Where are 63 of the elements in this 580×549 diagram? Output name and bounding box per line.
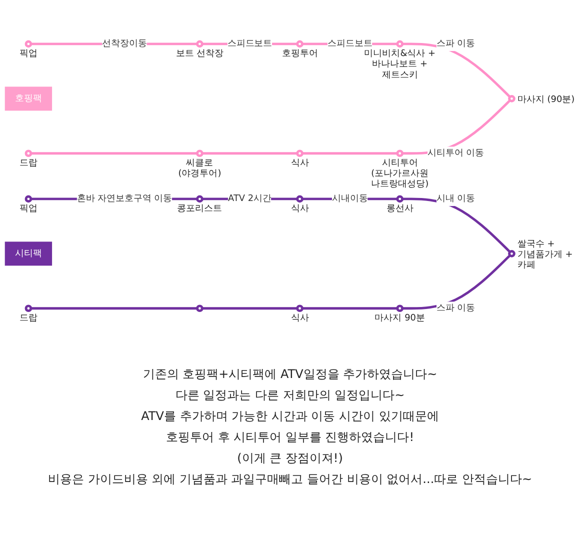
connector xyxy=(302,306,398,310)
node-circle xyxy=(296,304,304,312)
edge-label: 시내 이동 xyxy=(436,192,476,204)
stop-label: 시티투어 (포나가르사원 나트랑대성당) xyxy=(371,158,429,190)
node-circle xyxy=(296,149,304,157)
note-text: (이게 큰 장점이져!) xyxy=(236,450,344,467)
stop-label: 콩포리스트 xyxy=(177,204,222,214)
stop-label: 호핑투어 xyxy=(282,48,318,59)
note-text: 비용은 가이드비용 외에 기념품과 과일구매빼고 들어간 비용이 없어서...따로 안적습니다~ xyxy=(46,471,533,488)
node-circle xyxy=(196,304,204,312)
stop-label: 마사지 (90분) xyxy=(517,94,575,105)
stop-label: 보트 선착장 xyxy=(176,48,224,59)
note-text: 호핑투어 후 시티투어 일부를 진행하였습니다! xyxy=(164,429,416,446)
node-circle xyxy=(196,40,204,48)
note-text: ATV를 추가하며 가능한 시간과 이동 시간이 있기때문에 xyxy=(140,408,440,425)
edge-label: ATV 2시간 xyxy=(228,192,272,204)
connector xyxy=(30,306,198,310)
node-circle xyxy=(508,250,516,258)
stop-label: 픽업 xyxy=(19,48,38,59)
note-text: 다른 일정과는 다른 저희만의 일정입니다~ xyxy=(174,387,406,404)
edge-label: 혼바 자연보호구역 이동 xyxy=(76,192,172,204)
node-circle xyxy=(296,40,304,48)
stop-label: 마사지 90분 xyxy=(374,313,425,324)
edge-label: 스파 이동 xyxy=(436,302,476,313)
node-circle xyxy=(24,304,32,312)
stop-label: 미니비치&식사 + 바나나보트 + 제트스키 xyxy=(364,48,436,80)
node-box xyxy=(4,241,52,266)
stop-label: 씨클로 (야경투어) xyxy=(178,158,222,179)
edge-label: 시티투어 이동 xyxy=(428,147,484,158)
node-circle xyxy=(396,304,404,312)
node-circle xyxy=(508,94,516,102)
stop-label: 롱선사 xyxy=(386,204,414,214)
connector xyxy=(402,254,511,310)
stop-label: 식사 xyxy=(290,158,309,168)
node-circle xyxy=(396,195,404,202)
node-circle xyxy=(24,149,32,157)
edge-label: 스피드보트 xyxy=(327,38,372,48)
stop-label: 쌀국수 + 기념품가게 + 카페 xyxy=(517,239,573,270)
connector xyxy=(30,152,198,154)
edge-label: 선착장이동 xyxy=(102,38,147,48)
note-text: 기존의 호핑팩+시티팩에 ATV일정을 추가하였습니다~ xyxy=(142,366,438,383)
stop-label: 드랍 xyxy=(19,158,38,168)
node-box xyxy=(4,86,52,110)
edge-label: 스피드보트 xyxy=(227,38,272,48)
edge-label: 시내이동 xyxy=(332,192,368,204)
node-circle xyxy=(196,149,204,157)
node-circle xyxy=(24,40,32,48)
node-circle xyxy=(396,40,404,48)
node-circle xyxy=(396,149,404,157)
connector xyxy=(202,306,298,310)
stop-label: 픽업 xyxy=(19,204,38,214)
connector xyxy=(402,42,511,98)
node-circle xyxy=(296,195,304,202)
node-circle xyxy=(24,195,32,202)
stop-label: 드랍 xyxy=(19,313,38,324)
stop-label: 식사 xyxy=(290,313,309,324)
connector xyxy=(202,152,298,154)
stop-label: 식사 xyxy=(290,204,309,214)
node-circle xyxy=(196,195,204,202)
edge-label: 스파 이동 xyxy=(436,38,476,48)
connector xyxy=(302,152,398,154)
route-diagram: 선착장이동 스피드보트 스피드보트 스파 이동 시티투어 이동 혼바 자연보호구역 이동 ATV 2시간 시내이동 시내 이동 스파 이동 픽업 보트 선착장 호핑투어 미니비치&식사 + 바나나보트 + 제트스키 호핑팩 마사지 (90분) 드랍 씨클로 (야경투어) 식사 시티투어 (포나가르사원 나트랑대성당) 픽업 콩포리스트 식사 롱선사 시티팩 쌀국수 + 기념품가게 + 카페 드랍 식사 마사지 90분 xyxy=(2,34,578,326)
connector xyxy=(402,197,511,253)
